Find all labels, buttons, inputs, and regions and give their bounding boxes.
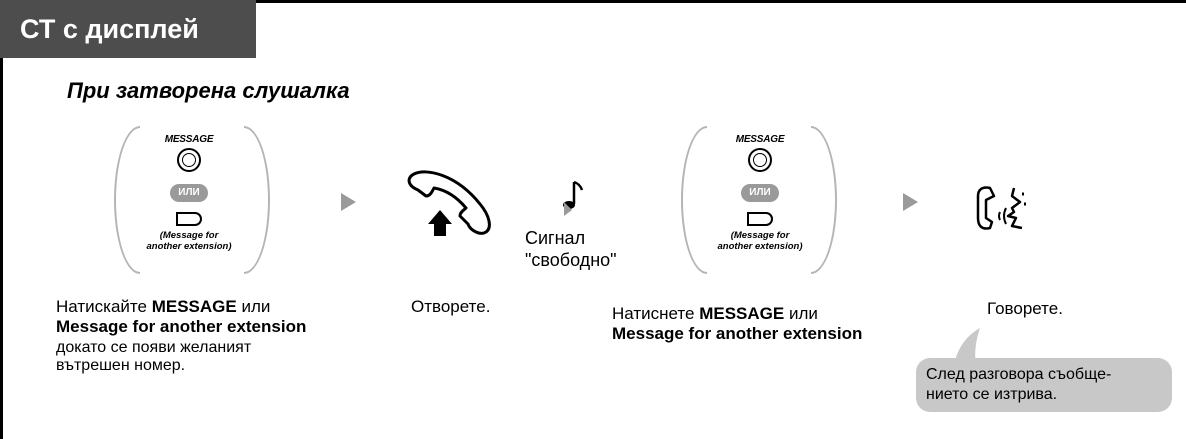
key-group-2: MESSAGE ИЛИ (Message for another extensi… bbox=[695, 134, 825, 252]
message-button-icon[interactable] bbox=[748, 148, 772, 172]
arrow-right-icon bbox=[341, 193, 356, 211]
off-hook-icon bbox=[407, 170, 491, 236]
key-group-1: MESSAGE ИЛИ (Message for another extensi… bbox=[124, 134, 254, 252]
bubble-tail bbox=[954, 328, 980, 364]
message-key-label: MESSAGE bbox=[735, 134, 785, 145]
message-key-label: MESSAGE bbox=[164, 134, 214, 145]
top-frame-line bbox=[256, 0, 1186, 3]
section-subtitle: При затворена слушалка bbox=[67, 78, 350, 103]
note-bubble: След разговора съобще- нието се изтрива. bbox=[916, 358, 1172, 412]
flexible-button-icon[interactable] bbox=[747, 212, 773, 226]
tone-label: Сигнал "свободно" bbox=[525, 228, 617, 270]
step-1-text: Натискайте MESSAGE или Message for anoth… bbox=[56, 297, 307, 374]
key-caption: (Message for another extension) bbox=[717, 230, 803, 252]
or-badge: ИЛИ bbox=[170, 184, 208, 202]
step-4-text: Говорете. bbox=[987, 299, 1063, 318]
header-tab: СТ с дисплей bbox=[0, 0, 256, 58]
left-frame-line bbox=[0, 0, 3, 439]
step-3-text: Натиснете MESSAGE или Message for anothe… bbox=[612, 304, 863, 343]
tone-note-icon bbox=[563, 180, 584, 216]
talk-icon bbox=[976, 186, 1026, 230]
message-button-icon[interactable] bbox=[177, 148, 201, 172]
arrow-right-icon bbox=[903, 193, 918, 211]
flexible-button-icon[interactable] bbox=[176, 212, 202, 226]
key-caption: (Message for another extension) bbox=[146, 230, 232, 252]
or-badge: ИЛИ bbox=[741, 184, 779, 202]
step-2-text: Отворете. bbox=[411, 297, 491, 316]
